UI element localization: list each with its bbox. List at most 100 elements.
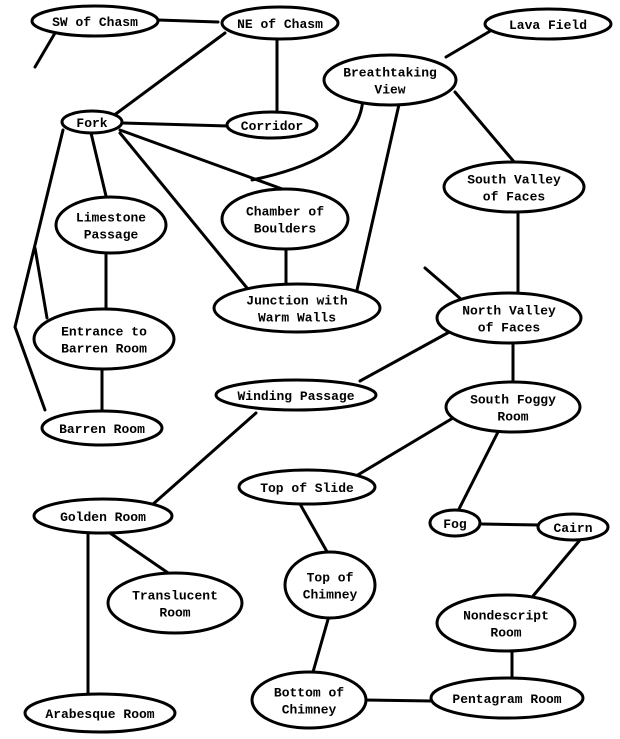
room-ellipse (32, 307, 176, 371)
edge-south-foggy-room-to-top-of-slide (354, 416, 455, 478)
room-ellipse (220, 187, 350, 251)
room-node-top-of-slide[interactable]: Top of Slide (237, 468, 377, 506)
edge-fork-to-corridor (120, 121, 230, 128)
room-label: Chimney (282, 703, 337, 718)
room-label: South Valley (467, 173, 561, 188)
room-node-lava-field[interactable]: Lava Field (483, 7, 613, 41)
edge-winding-passage-to-golden-room (150, 411, 258, 507)
room-ellipse (444, 380, 582, 434)
room-label: Lava Field (509, 18, 587, 33)
room-ellipse (250, 670, 368, 730)
room-label: Nondescript (463, 609, 549, 624)
room-ellipse (442, 160, 586, 214)
edge-ne-of-chasm-to-fork (111, 31, 227, 118)
room-label: Pentagram Room (452, 692, 561, 707)
room-label: Fog (443, 517, 467, 532)
edge-fork-to-limestone-passage (89, 131, 108, 198)
room-label: Arabesque Room (45, 707, 154, 722)
room-node-entrance-to-barren-room[interactable]: Entrance to Barren Room (32, 307, 176, 371)
room-label: Limestone (76, 211, 146, 226)
room-node-ne-of-chasm[interactable]: NE of Chasm (220, 5, 340, 41)
room-node-chamber-of-boulders[interactable]: Chamber of Boulders (220, 187, 350, 251)
room-ellipse (435, 593, 577, 653)
room-label: Corridor (241, 119, 303, 134)
room-ellipse (283, 550, 377, 620)
room-node-pentagram-room[interactable]: Pentagram Room (429, 676, 585, 720)
room-label: Entrance to (61, 325, 147, 340)
edge-fork-to-junction-with-warm-walls (118, 131, 249, 290)
room-label: Room (497, 410, 528, 425)
room-ellipse (237, 468, 377, 506)
edge-lava-field-to-breathtaking-view (444, 28, 494, 59)
room-ellipse (429, 676, 585, 720)
room-ellipse (220, 5, 340, 41)
room-label: North Valley (462, 304, 556, 319)
room-ellipse (435, 291, 583, 345)
room-node-top-of-chimney[interactable]: Top of Chimney (283, 550, 377, 620)
room-ellipse (30, 4, 160, 38)
room-node-cairn[interactable]: Cairn (536, 512, 610, 542)
room-label: Chamber of (246, 205, 324, 220)
edge-north-valley-of-faces-to-winding-passage (358, 328, 455, 383)
room-label: Cairn (553, 521, 592, 536)
room-ellipse (212, 282, 382, 334)
room-ellipse (428, 508, 482, 538)
room-label: Barren Room (59, 422, 145, 437)
room-label: Boulders (254, 222, 317, 237)
room-node-sw-of-chasm[interactable]: SW of Chasm (30, 4, 160, 38)
room-label: Barren Room (61, 342, 147, 357)
room-label: Junction with (246, 294, 348, 309)
room-label: Room (490, 626, 521, 641)
room-node-fog[interactable]: Fog (428, 508, 482, 538)
room-node-south-valley-of-faces[interactable]: South Valley of Faces (442, 160, 586, 214)
room-ellipse (60, 109, 124, 135)
room-ellipse (214, 378, 378, 412)
edge-south-foggy-room-to-fog (456, 426, 502, 513)
edge-golden-room-to-translucent-room (108, 531, 176, 579)
edge-north-valley-of-faces-to-offmap (423, 266, 464, 302)
room-label: Chimney (303, 588, 358, 603)
room-label: of Faces (478, 321, 541, 336)
room-label: Translucent (132, 589, 218, 604)
room-label: Winding Passage (237, 389, 354, 404)
edge-cairn-to-nondescript-room (531, 538, 582, 598)
room-node-corridor[interactable]: Corridor (225, 110, 319, 140)
edge-breathtaking-view-to-fork (250, 96, 365, 182)
room-node-winding-passage[interactable]: Winding Passage (214, 378, 378, 412)
room-ellipse (106, 571, 244, 635)
edge-fog-to-cairn (480, 522, 542, 527)
room-node-golden-room[interactable]: Golden Room (32, 497, 174, 535)
room-node-north-valley-of-faces[interactable]: North Valley of Faces (435, 291, 583, 345)
room-node-barren-room[interactable]: Barren Room (40, 409, 164, 447)
room-ellipse (322, 53, 458, 107)
room-node-arabesque-room[interactable]: Arabesque Room (23, 692, 177, 734)
edge-sw-of-chasm-to-ne-of-chasm (156, 18, 220, 24)
room-ellipse (23, 692, 177, 734)
edge-breathtaking-view-to-south-valley-of-faces (453, 90, 517, 165)
room-label: of Faces (483, 190, 546, 205)
room-label: Fork (76, 116, 107, 131)
edge-fork-to-entrance-to-barren-room (33, 246, 49, 320)
edge-breathtaking-view-to-junction-with-warm-walls (355, 98, 402, 292)
edge-fork-to-barren-room (13, 128, 65, 412)
room-node-fork[interactable]: Fork (60, 109, 124, 135)
room-label: NE of Chasm (237, 17, 323, 32)
room-ellipse (483, 7, 613, 41)
room-ellipse (225, 110, 319, 140)
room-label: Room (159, 606, 190, 621)
room-label: Warm Walls (258, 311, 336, 326)
room-label: Golden Room (60, 510, 146, 525)
room-label: Top of (307, 571, 354, 586)
room-label: SW of Chasm (52, 15, 138, 30)
room-label: Top of Slide (260, 481, 354, 496)
room-label: View (374, 83, 405, 98)
room-ellipse (54, 195, 168, 255)
